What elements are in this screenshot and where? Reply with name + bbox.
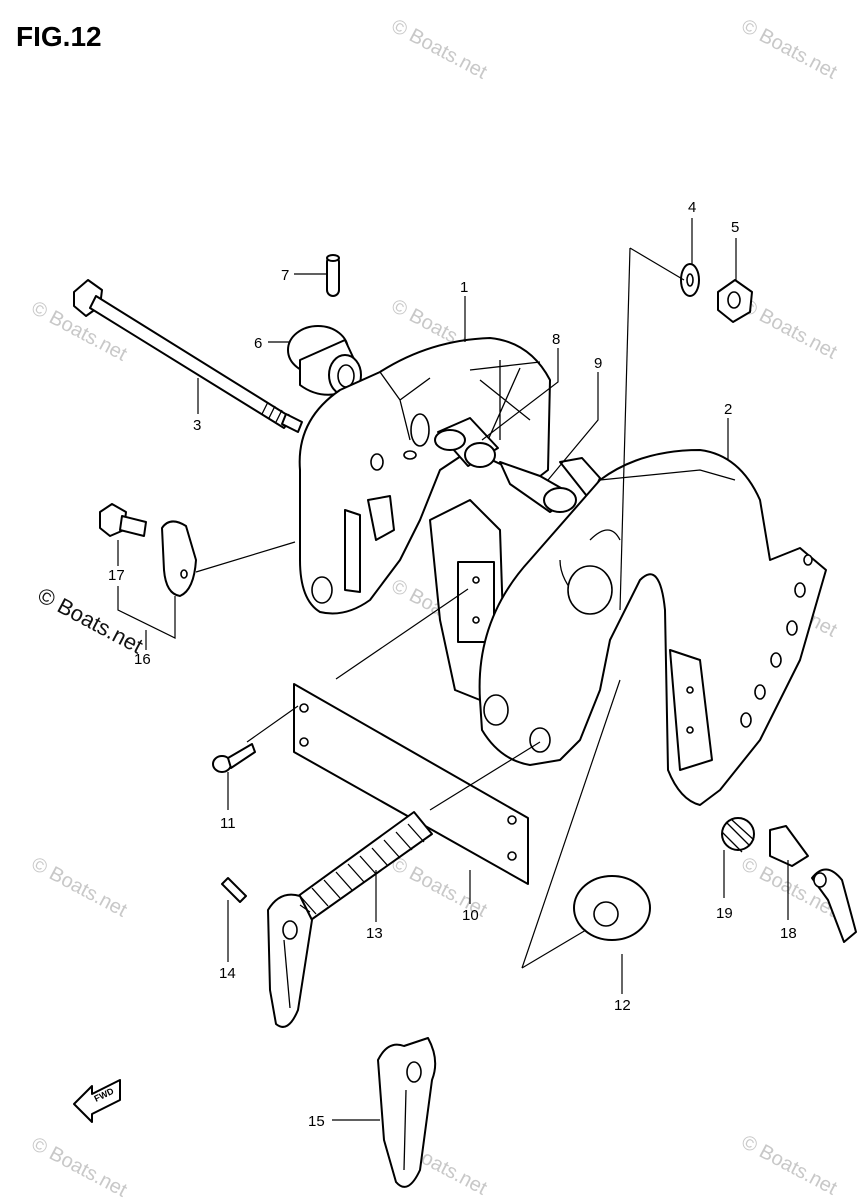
callout-9: 9 [594,355,602,372]
callout-12: 12 [614,997,631,1014]
callout-15: 15 [308,1113,325,1130]
callout-17: 17 [108,567,125,584]
callout-4: 4 [688,199,696,216]
part-13-spring [289,811,433,923]
callout-14: 14 [219,965,236,982]
part-9-pin [499,457,601,513]
watermark-dark: © Boats.net [34,582,148,658]
callout-13: 13 [366,925,383,942]
callout-19: 19 [716,905,733,922]
forward-arrow-icon: FWD [73,1079,121,1123]
part-2-clamp-bracket [478,449,827,806]
figure-title: FIG.12 [16,21,102,52]
callout-2: 2 [724,401,732,418]
callout-8: 8 [552,331,560,348]
part-4-washer [680,263,700,297]
callout-18: 18 [780,925,797,942]
part-11-screw [212,743,256,773]
watermark: © Boats.net [28,853,131,922]
part-13-lever [267,893,313,1028]
connection-lines [195,247,685,969]
part-19-spring [721,817,755,853]
part-3-bolt [73,279,303,433]
part-16-plate [161,520,197,597]
callout-6: 6 [254,335,262,352]
part-18-clip [769,825,857,943]
part-17-bolt [99,503,147,537]
callout-labels: 1 2 3 4 5 6 7 8 9 10 11 12 13 14 15 16 1… [108,199,797,1130]
callout-1: 1 [460,279,468,296]
watermark: © Boats.net [738,1131,841,1200]
callout-11: 11 [220,815,236,832]
part-12-washer [573,875,651,941]
callout-7: 7 [281,267,289,284]
part-5-nut [717,279,753,323]
part-15-lever [377,1037,437,1188]
watermark: © Boats.net [738,15,841,84]
watermark: © Boats.net [28,1133,131,1200]
callout-5: 5 [731,219,739,236]
callout-16: 16 [134,651,151,668]
callout-10: 10 [462,907,479,924]
watermark: © Boats.net [388,15,491,84]
callout-leaders [117,218,789,1121]
part-8-pin [434,417,499,468]
part-14-pin [221,877,247,903]
watermark: © Boats.net [738,295,841,364]
part-7-pin [326,254,340,297]
callout-3: 3 [193,417,201,434]
part-10-plate [293,683,529,885]
